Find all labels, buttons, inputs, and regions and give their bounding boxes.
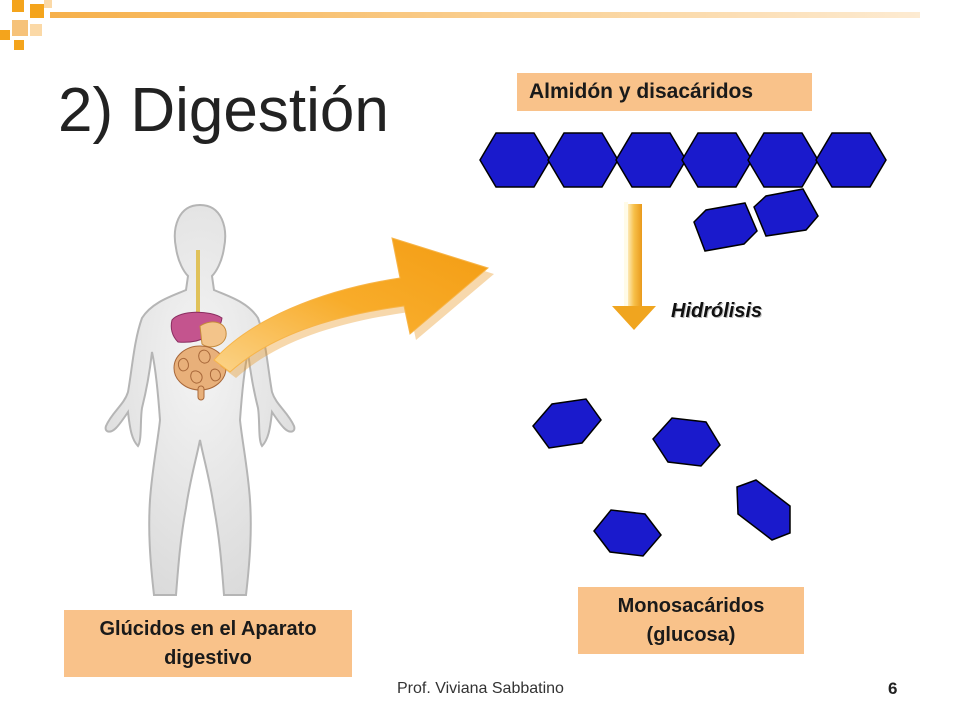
monosaccharides (532, 398, 791, 557)
human-body-illustration (104, 203, 296, 596)
glucids-label-line1: Glúcidos en el Aparato (99, 618, 317, 640)
big-orange-arrow (213, 237, 494, 378)
monosaccharides-label: Monosacáridos (glucosa) (578, 587, 804, 654)
starch-label: Almidón y disacáridos (517, 73, 812, 111)
starch-chain (479, 132, 887, 188)
hydrolysis-arrow (612, 202, 656, 330)
page-number: 6 (888, 679, 898, 698)
disaccharide (693, 188, 819, 252)
monosaccharides-label-line2: (glucosa) (646, 624, 736, 646)
corner-decoration (0, 0, 920, 50)
glucids-label-line2: digestivo (164, 647, 252, 669)
page-title: 2) Digestión (58, 76, 389, 145)
footer-author: Prof. Viviana Sabbatino (397, 680, 564, 697)
hydrolysis-label: Hidrólisis (671, 300, 763, 322)
glucids-label: Glúcidos en el Aparato digestivo (64, 610, 352, 677)
monosaccharides-label-line1: Monosacáridos (617, 595, 765, 617)
